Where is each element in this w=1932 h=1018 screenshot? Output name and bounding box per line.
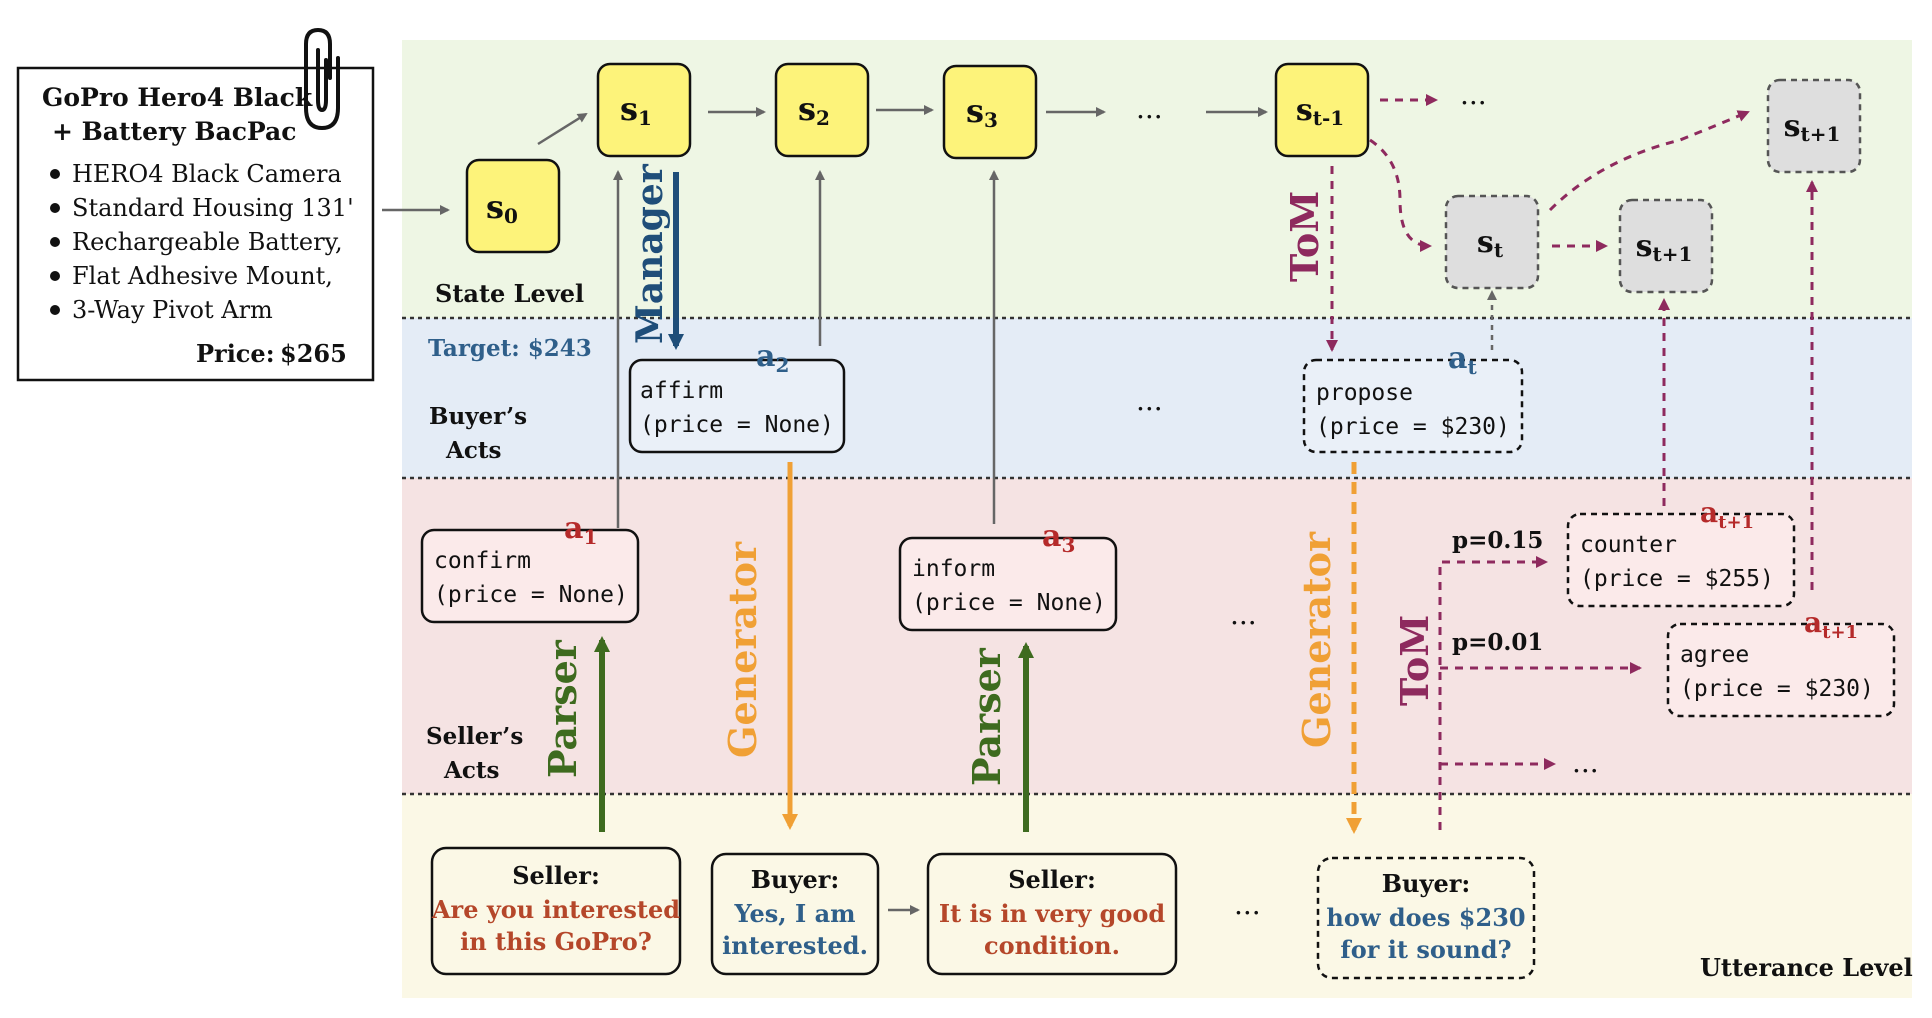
- svg-text:for it sound?: for it sound?: [1340, 935, 1511, 964]
- svg-text:st+1: st+1: [1636, 229, 1693, 266]
- svg-text:Seller:: Seller:: [1008, 865, 1096, 894]
- act-box-counter: counter (price = $255) at+1: [1566, 496, 1796, 608]
- svg-text:a3: a3: [1042, 519, 1075, 557]
- svg-text:st-1: st-1: [1296, 93, 1344, 130]
- svg-text:in this GoPro?: in this GoPro?: [460, 927, 652, 956]
- state-node-s1: s1: [596, 62, 692, 158]
- product-item: Standard Housing 131': [72, 194, 354, 222]
- svg-text:st: st: [1477, 225, 1504, 262]
- product-item: Flat Adhesive Mount,: [72, 262, 333, 290]
- act-box-agree: agree (price = $230) at+1: [1666, 606, 1896, 718]
- generator-label: Generator: [1294, 531, 1339, 748]
- svg-text:(price = None): (price = None): [434, 582, 628, 608]
- utterance-box-seller-2: Seller: It is in very good condition.: [926, 852, 1178, 976]
- svg-text:at: at: [1448, 341, 1477, 379]
- state-node-st: st: [1444, 194, 1540, 290]
- svg-text:Are you interested: Are you interested: [431, 895, 680, 924]
- product-title: + Battery BacPac: [52, 117, 296, 146]
- svg-text:agree: agree: [1680, 642, 1749, 668]
- ellipsis: ...: [1230, 598, 1257, 631]
- svg-text:confirm: confirm: [434, 548, 531, 574]
- state-node-s2: s2: [774, 62, 870, 158]
- state-node-s0: s0: [465, 158, 561, 254]
- ellipsis: ...: [1460, 78, 1487, 111]
- product-card: GoPro Hero4 Black + Battery BacPac HERO4…: [16, 27, 375, 382]
- svg-text:It is in very good: It is in very good: [939, 899, 1166, 928]
- svg-text:how does $230: how does $230: [1326, 903, 1525, 932]
- act-box-a1: confirm (price = None) a1: [420, 511, 640, 624]
- state-node-st+1: st+1: [1618, 198, 1714, 294]
- svg-text:a2: a2: [756, 339, 789, 377]
- act-box-at: propose (price = $230) at: [1302, 341, 1524, 454]
- tom-label: ToM: [1282, 191, 1327, 282]
- product-item: 3-Way Pivot Arm: [72, 296, 273, 324]
- price-value: $265: [280, 339, 347, 368]
- state-node-st-1: st-1: [1274, 62, 1370, 158]
- ellipsis: ...: [1136, 384, 1163, 417]
- svg-text:(price = $255): (price = $255): [1580, 566, 1774, 592]
- svg-text:at+1: at+1: [1700, 496, 1754, 533]
- utterance-box-buyer-1: Buyer: Yes, I am interested.: [710, 852, 880, 976]
- act-box-a3: inform (price = None) a3: [898, 519, 1118, 632]
- parser-label: Parser: [540, 639, 585, 778]
- svg-text:Buyer:: Buyer:: [751, 865, 839, 894]
- state-node-st+1: st+1: [1766, 78, 1862, 174]
- utterance-level-label: Utterance Level: [1700, 953, 1913, 982]
- svg-text:Buyer:: Buyer:: [1382, 869, 1470, 898]
- probability-label: p=0.15: [1452, 527, 1543, 554]
- ellipsis: ...: [1234, 888, 1261, 921]
- manager-label: Manager: [629, 163, 671, 344]
- utterance-box-seller-1: Seller: Are you interested in this GoPro…: [430, 846, 682, 976]
- seller-acts-label: Acts: [443, 757, 499, 784]
- tom-label: ToM: [1392, 615, 1437, 706]
- product-item: Rechargeable Battery,: [72, 228, 343, 256]
- product-title: GoPro Hero4 Black: [42, 83, 313, 112]
- seller-acts-label: Seller’s: [426, 723, 523, 750]
- svg-text:(price = $230): (price = $230): [1680, 676, 1874, 702]
- state-transition-arrows: [382, 105, 1497, 915]
- svg-text:Yes, I am: Yes, I am: [733, 899, 855, 928]
- state-level-label: State Level: [435, 279, 584, 308]
- buyer-acts-label: Buyer’s: [429, 403, 527, 430]
- svg-text:st+1: st+1: [1784, 109, 1841, 146]
- svg-text:s3: s3: [966, 92, 998, 132]
- parser-label: Parser: [964, 647, 1009, 786]
- target-label: Target: $243: [428, 335, 592, 362]
- product-item: HERO4 Black Camera: [72, 160, 342, 188]
- svg-text:inform: inform: [912, 556, 995, 582]
- svg-text:s2: s2: [798, 90, 830, 130]
- svg-text:at+1: at+1: [1804, 606, 1858, 643]
- buyer-acts-label: Acts: [445, 437, 501, 464]
- svg-text:(price = None): (price = None): [912, 590, 1106, 616]
- ellipsis: ...: [1136, 92, 1163, 125]
- svg-text:propose: propose: [1316, 380, 1413, 406]
- svg-text:s0: s0: [486, 188, 518, 228]
- svg-text:condition.: condition.: [984, 931, 1120, 960]
- svg-text:a1: a1: [564, 511, 597, 549]
- svg-text:interested.: interested.: [722, 931, 868, 960]
- svg-text:s1: s1: [620, 90, 652, 130]
- svg-text:(price = $230): (price = $230): [1316, 414, 1510, 440]
- state-node-s3: s3: [942, 64, 1038, 160]
- act-box-a2: affirm (price = None) a2: [628, 339, 846, 454]
- generator-label: Generator: [720, 541, 765, 758]
- svg-text:affirm: affirm: [640, 378, 723, 404]
- utterance-box-buyer-2: Buyer: how does $230 for it sound?: [1316, 856, 1536, 980]
- price-label: Price:: [196, 339, 275, 368]
- tom-arrows: [1326, 94, 1818, 830]
- ellipsis: ...: [1572, 746, 1599, 779]
- paperclip-icon: [304, 27, 340, 131]
- probability-label: p=0.01: [1452, 629, 1543, 656]
- svg-text:counter: counter: [1580, 532, 1677, 558]
- svg-text:Seller:: Seller:: [512, 861, 600, 890]
- svg-text:(price = None): (price = None): [640, 412, 834, 438]
